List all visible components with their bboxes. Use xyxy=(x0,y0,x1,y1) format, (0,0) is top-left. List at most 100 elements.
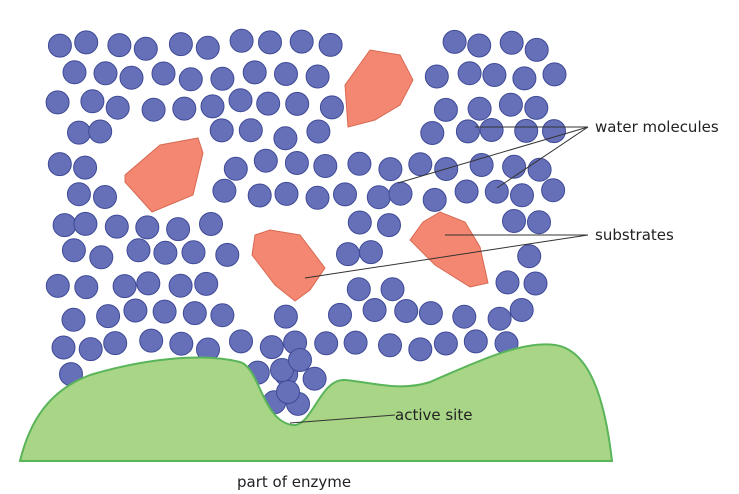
water-molecule xyxy=(348,211,371,234)
water-molecule xyxy=(456,120,479,143)
water-molecule xyxy=(170,332,193,355)
water-molecule xyxy=(173,97,196,120)
water-molecule xyxy=(496,271,519,294)
water-molecule xyxy=(319,33,342,56)
water-molecule xyxy=(334,183,357,206)
water-molecule xyxy=(46,91,69,114)
water-molecule xyxy=(290,30,313,53)
water-molecule xyxy=(154,241,177,264)
water-molecule xyxy=(542,179,565,202)
water-molecule xyxy=(503,210,526,233)
water-molecule xyxy=(274,305,297,328)
water-molecule xyxy=(363,299,386,322)
water-molecule xyxy=(425,65,448,88)
water-molecule xyxy=(499,93,522,116)
water-molecule xyxy=(409,153,432,176)
water-molecule xyxy=(455,180,478,203)
water-molecule xyxy=(140,329,163,352)
water-molecule xyxy=(543,63,566,86)
water-molecule xyxy=(511,184,534,207)
water-molecule xyxy=(434,98,457,121)
water-molecule xyxy=(525,96,548,119)
water-molecule xyxy=(74,156,97,179)
water-molecule xyxy=(528,211,551,234)
water-molecule xyxy=(528,158,551,181)
water-molecule xyxy=(124,299,147,322)
water-molecule xyxy=(229,89,252,112)
water-molecule xyxy=(344,331,367,354)
water-molecule xyxy=(230,330,253,353)
water-molecule xyxy=(488,307,511,330)
water-molecule xyxy=(211,304,234,327)
water-molecule xyxy=(409,338,432,361)
water-molecule xyxy=(303,367,326,390)
water-molecule xyxy=(285,152,308,175)
water-molecule xyxy=(97,305,120,328)
water-molecule xyxy=(423,188,446,211)
substrate-blob xyxy=(410,212,488,287)
water-molecule xyxy=(483,64,506,87)
water-molecule xyxy=(443,30,466,53)
water-molecule xyxy=(134,37,157,60)
water-molecule xyxy=(525,38,548,61)
water-molecule xyxy=(201,95,224,118)
water-molecule xyxy=(74,212,97,235)
water-molecule xyxy=(421,122,444,145)
water-molecule xyxy=(152,62,175,85)
water-molecule xyxy=(104,332,127,355)
water-molecule xyxy=(254,149,277,172)
water-molecule xyxy=(434,332,457,355)
water-molecule xyxy=(243,61,266,84)
water-molecule xyxy=(524,272,547,295)
water-molecule xyxy=(367,186,390,209)
water-molecule xyxy=(510,299,533,322)
water-molecule xyxy=(81,90,104,113)
water-molecule xyxy=(62,239,85,262)
water-molecule xyxy=(395,300,418,323)
water-molecule xyxy=(348,152,371,175)
water-molecule xyxy=(485,180,508,203)
water-molecule xyxy=(277,381,300,404)
water-molecule xyxy=(127,239,150,262)
water-molecule xyxy=(89,120,112,143)
substrate-blob xyxy=(125,138,203,212)
water-molecule xyxy=(468,97,491,120)
water-molecule xyxy=(379,334,402,357)
part-of-enzyme-caption: part of enzyme xyxy=(237,473,351,491)
water-molecule xyxy=(62,308,85,331)
water-molecule xyxy=(67,183,90,206)
water-molecule xyxy=(79,338,102,361)
water-molecule xyxy=(378,214,401,237)
water-molecule xyxy=(200,213,223,236)
water-molecule xyxy=(75,276,98,299)
water-molecule xyxy=(289,349,312,372)
water-molecule xyxy=(315,332,338,355)
water-molecule xyxy=(167,218,190,241)
water-molecule xyxy=(48,34,71,57)
water-molecule xyxy=(453,305,476,328)
water-molecule xyxy=(183,302,206,325)
water-molecule xyxy=(468,34,491,57)
water-molecule xyxy=(105,215,128,238)
water-molecule xyxy=(195,272,218,295)
water-molecule xyxy=(458,62,481,85)
water-molecule xyxy=(464,330,487,353)
water-molecule xyxy=(94,186,117,209)
active-site-label: active site xyxy=(395,406,472,424)
water-molecule xyxy=(113,275,136,298)
water-molecule xyxy=(142,98,165,121)
water-molecule xyxy=(108,34,131,57)
substrates-label: substrates xyxy=(595,226,674,244)
water-molecule xyxy=(314,155,337,178)
water-molecule xyxy=(480,119,503,142)
water-molecule xyxy=(230,29,253,52)
water-molecule xyxy=(179,68,202,91)
water-molecule xyxy=(46,274,69,297)
water-molecule xyxy=(75,31,98,54)
water-molecule xyxy=(182,241,205,264)
water-molecule xyxy=(137,272,160,295)
water-molecule xyxy=(259,31,282,54)
water-molecule xyxy=(224,157,247,180)
water-molecule xyxy=(52,336,75,359)
